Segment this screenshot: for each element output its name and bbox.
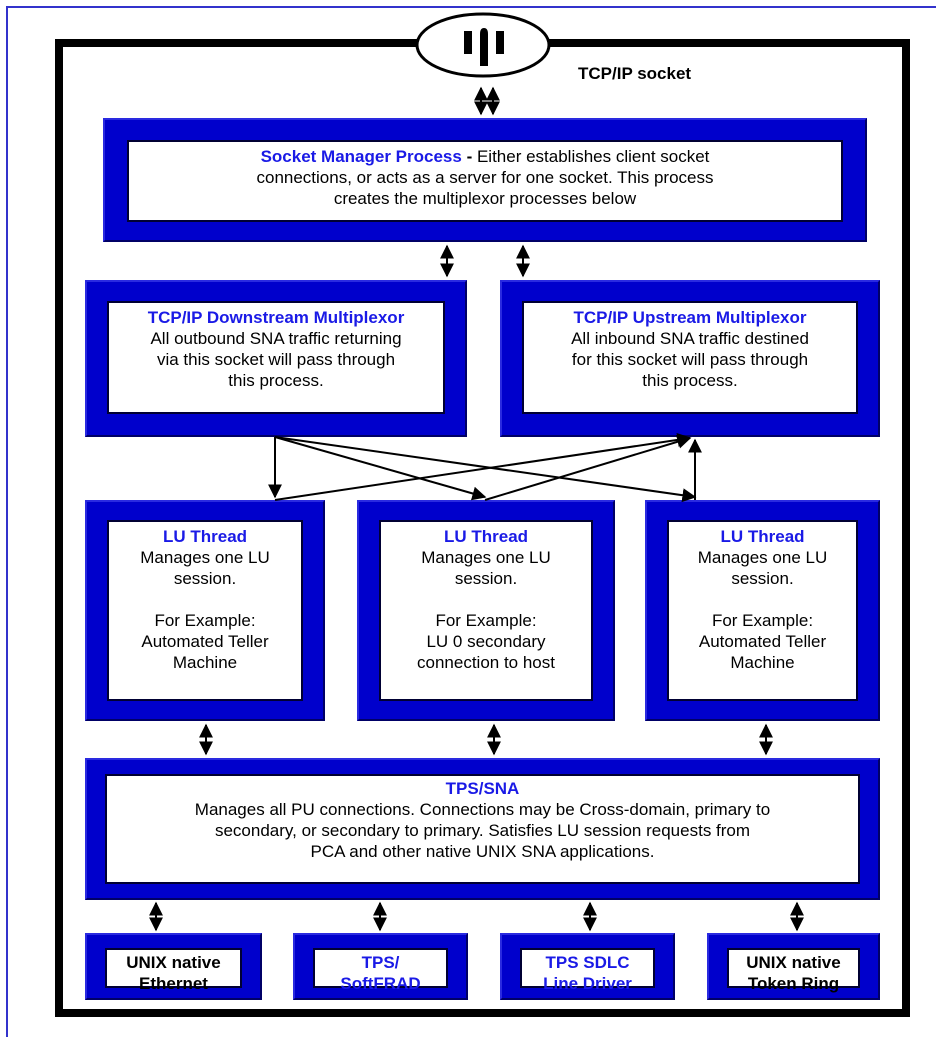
frame-left-line [6,6,8,1037]
socket-manager-text3: creates the multiplexor processes below [333,189,637,208]
socket-manager-title: Socket Manager Process [260,147,462,166]
upstream-title: TCP/IP Upstream Multiplexor [573,308,807,327]
driver-panel: UNIX native Ethernet [105,948,242,993]
socket-manager-sep: - [461,147,477,166]
lu-thread-line: Manages one LU [140,548,270,567]
lu-thread-line: session. [173,569,237,588]
driver-label-line2: Line Driver [543,974,632,993]
driver-box-ethernet: UNIX native Ethernet [85,933,262,1000]
socket-manager-panel: Socket Manager Process - Either establis… [127,140,843,222]
lu-thread-box: LU Thread Manages one LU session. For Ex… [645,500,880,721]
driver-label-line2: Token Ring [747,974,840,993]
driver-panel: TPS/ SoftFRAD [313,948,448,993]
driver-label-line1: TPS/ [361,953,400,972]
socket-manager-box: Socket Manager Process - Either establis… [103,118,867,242]
frame-top-line [6,6,936,8]
socket-manager-line1: Socket Manager Process - Either establis… [261,146,710,167]
socket-manager-text1: Either establishes client socket [476,147,710,166]
lu-thread-line: session. [731,569,794,588]
lu-thread-title: LU Thread [443,527,529,546]
lu-thread-line: connection to host [417,653,555,672]
lu-tps-arrows [199,723,773,756]
driver-label-line1: UNIX native [746,953,841,972]
downstream-line: via this socket will pass through [156,350,396,369]
lu-thread-line: For Example: [435,611,537,630]
downstream-line: this process. [228,371,324,390]
upstream-line: this process. [642,371,738,390]
lu-thread-line: For Example: [711,611,814,630]
lu-thread-title: LU Thread [720,527,805,546]
downstream-line: All outbound SNA traffic returning [150,329,402,348]
tps-sna-panel: TPS/SNA Manages all PU connections. Conn… [105,774,860,884]
driver-panel: TPS SDLC Line Driver [520,948,655,993]
lu-routing-arrows [268,432,702,503]
driver-box-softfrad: TPS/ SoftFRAD [293,933,468,1000]
downstream-title: TCP/IP Downstream Multiplexor [147,308,405,327]
lu-thread-box: LU Thread Manages one LU session. For Ex… [357,500,615,721]
tps-sna-line: secondary, or secondary to primary. Sati… [214,821,751,840]
lu-thread-line: Automated Teller [141,632,269,651]
driver-label-line1: UNIX native [126,953,221,972]
driver-box-token-ring: UNIX native Token Ring [707,933,880,1000]
lu-thread-line: session. [454,569,518,588]
driver-box-sdlc: TPS SDLC Line Driver [500,933,675,1000]
driver-panel: UNIX native Token Ring [727,948,860,993]
upstream-multiplexor-box: TCP/IP Upstream Multiplexor All inbound … [500,280,880,437]
lu-thread-line: Manages one LU [421,548,551,567]
downstream-multiplexor-box: TCP/IP Downstream Multiplexor All outbou… [85,280,467,437]
lu-thread-panel: LU Thread Manages one LU session. For Ex… [379,520,593,701]
upstream-multiplexor-panel: TCP/IP Upstream Multiplexor All inbound … [522,301,858,414]
tps-sna-line: PCA and other native UNIX SNA applicatio… [310,842,655,861]
driver-label-line2: SoftFRAD [340,974,421,993]
lu-thread-line: LU 0 secondary [426,632,546,651]
upstream-line: All inbound SNA traffic destined [571,329,809,348]
lu-thread-line: Machine [172,653,238,672]
upstream-line: for this socket will pass through [571,350,809,369]
lu-thread-panel: LU Thread Manages one LU session. For Ex… [667,520,858,701]
lu-thread-panel: LU Thread Manages one LU session. For Ex… [107,520,303,701]
socket-icon [415,12,551,78]
lu-thread-box: LU Thread Manages one LU session. For Ex… [85,500,325,721]
lu-thread-line: Automated Teller [698,632,827,651]
lu-thread-title: LU Thread [162,527,248,546]
downstream-multiplexor-panel: TCP/IP Downstream Multiplexor All outbou… [107,301,445,414]
tps-sna-box: TPS/SNA Manages all PU connections. Conn… [85,758,880,900]
tps-driver-arrows [149,901,804,932]
tps-sna-title: TPS/SNA [445,779,520,798]
lu-thread-line: Machine [730,653,795,672]
tps-sna-line: Manages all PU connections. Connections … [194,800,771,819]
lu-thread-line: Manages one LU [697,548,828,567]
socket-manager-arrows [440,86,530,278]
socket-label: TCP/IP socket [578,64,692,83]
driver-label-line2: Ethernet [139,974,208,993]
socket-manager-text2: connections, or acts as a server for one… [256,168,714,187]
lu-thread-line: For Example: [154,611,256,630]
driver-label-line1: TPS SDLC [545,953,630,972]
